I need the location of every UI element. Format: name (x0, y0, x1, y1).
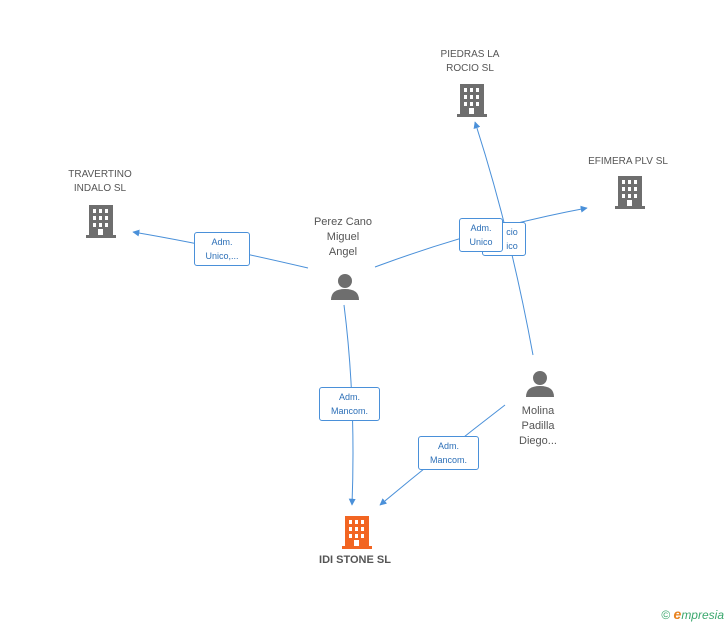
building-icon[interactable] (86, 205, 116, 238)
person-icon[interactable] (526, 371, 554, 397)
edge-label-perez-travertino[interactable]: Adm. Unico,... (194, 232, 250, 266)
company-label-piedras[interactable]: PIEDRAS LA ROCIO SL (440, 49, 500, 74)
copyright-icon: © (661, 608, 671, 622)
building-icon[interactable] (342, 516, 372, 549)
building-icon[interactable] (615, 176, 645, 209)
building-icon[interactable] (457, 84, 487, 117)
company-label-idi-stone[interactable]: IDI STONE SL (319, 554, 391, 566)
company-label-travertino[interactable]: TRAVERTINO INDALO SL (68, 169, 132, 194)
person-icon[interactable] (331, 274, 359, 300)
brand-initial: e (673, 606, 682, 622)
person-label-perez[interactable]: Perez Cano Miguel Angel (313, 216, 373, 258)
edge-label-molina-idi[interactable]: Adm. Mancom. (418, 436, 479, 470)
edge-label-perez-efimera[interactable]: Adm. Unico (459, 218, 503, 252)
edge-label-perez-idi[interactable]: Adm. Mancom. (319, 387, 380, 421)
brand-name: mpresia (681, 608, 724, 622)
company-label-efimera[interactable]: EFIMERA PLV SL (588, 156, 668, 167)
empresia-logo: © empresia (661, 606, 724, 622)
person-label-molina[interactable]: Molina Padilla Diego... (519, 405, 557, 447)
